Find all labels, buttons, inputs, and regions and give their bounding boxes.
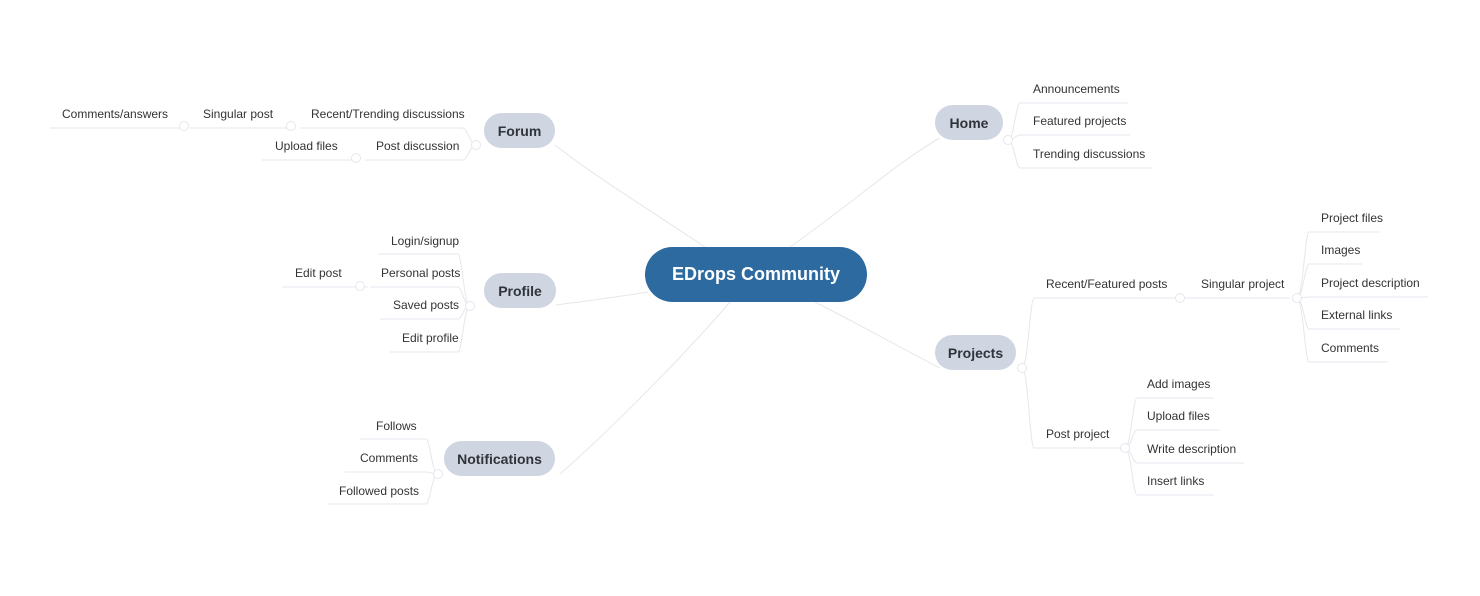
profile-login-signup[interactable]: Login/signup — [391, 234, 460, 248]
branch-notifications[interactable]: Notifications — [444, 441, 555, 476]
home-item-announcements[interactable]: Announcements — [1033, 82, 1120, 96]
post-project-add-images[interactable]: Add images — [1147, 377, 1211, 391]
projects-singular-project[interactable]: Singular project — [1201, 277, 1285, 291]
link-notifications-item-1 — [345, 471, 439, 475]
post-project-upload-files[interactable]: Upload files — [1147, 409, 1210, 423]
link-projects-recent — [1021, 297, 1170, 369]
forum-comments-answers[interactable]: Comments/answers — [62, 107, 169, 121]
singular-project-description[interactable]: Project description — [1321, 276, 1420, 290]
notifications-comments[interactable]: Comments — [360, 451, 419, 465]
projects-collapse-handle[interactable] — [1017, 363, 1027, 373]
profile-edit-post[interactable]: Edit post — [295, 266, 342, 280]
link-center-profile — [555, 291, 649, 306]
notifications-followed-posts[interactable]: Followed posts — [339, 484, 420, 498]
link-center-forum — [554, 144, 706, 248]
projects-recent-featured-posts[interactable]: Recent/Featured posts — [1046, 277, 1168, 291]
branch-home[interactable]: Home — [935, 105, 1003, 140]
singular-collapse-handle[interactable] — [1292, 293, 1302, 303]
post-project-collapse-handle[interactable] — [1120, 443, 1130, 453]
branch-forum[interactable]: Forum — [484, 113, 555, 148]
forum-post-discussion[interactable]: Post discussion — [376, 139, 460, 153]
singular-project-comments[interactable]: Comments — [1321, 341, 1380, 355]
post-project-write-description[interactable]: Write description — [1147, 442, 1237, 456]
home-collapse-handle[interactable] — [1003, 135, 1013, 145]
profile-personal-posts[interactable]: Personal posts — [381, 266, 461, 280]
forum-recent-collapse-handle[interactable] — [286, 121, 296, 131]
central-topic-edrops-community[interactable]: EDrops Community — [645, 247, 867, 302]
forum-recent-trending-discussions[interactable]: Recent/Trending discussions — [311, 107, 465, 121]
singular-project-images[interactable]: Images — [1321, 243, 1361, 257]
forum-upload-files[interactable]: Upload files — [275, 139, 338, 153]
branch-profile[interactable]: Profile — [484, 273, 556, 308]
notifications-collapse-handle[interactable] — [433, 469, 443, 479]
link-singular-item-2 — [1296, 296, 1428, 299]
link-home-featured — [1007, 134, 1130, 141]
profile-edit-profile[interactable]: Edit profile — [402, 331, 459, 345]
recent-collapse-handle[interactable] — [1175, 293, 1185, 303]
singular-project-external-links[interactable]: External links — [1321, 308, 1393, 322]
personal-posts-collapse-handle[interactable] — [355, 281, 365, 291]
forum-singular-post[interactable]: Singular post — [203, 107, 274, 121]
home-item-trending-discussions[interactable]: Trending discussions — [1033, 147, 1146, 161]
link-center-projects — [814, 301, 941, 369]
forum-collapse-handle[interactable] — [471, 140, 481, 150]
profile-collapse-handle[interactable] — [465, 301, 475, 311]
link-center-notifications — [559, 301, 731, 475]
projects-post-project[interactable]: Post project — [1046, 427, 1110, 441]
forum-singular-collapse-handle[interactable] — [179, 121, 189, 131]
notifications-follows[interactable]: Follows — [376, 419, 417, 433]
profile-saved-posts[interactable]: Saved posts — [393, 298, 460, 312]
link-center-home — [789, 137, 941, 248]
branch-projects[interactable]: Projects — [935, 335, 1016, 370]
home-item-featured-projects[interactable]: Featured projects — [1033, 114, 1127, 128]
forum-post-collapse-handle[interactable] — [351, 153, 361, 163]
post-project-insert-links[interactable]: Insert links — [1147, 474, 1205, 488]
singular-project-files[interactable]: Project files — [1321, 211, 1384, 225]
